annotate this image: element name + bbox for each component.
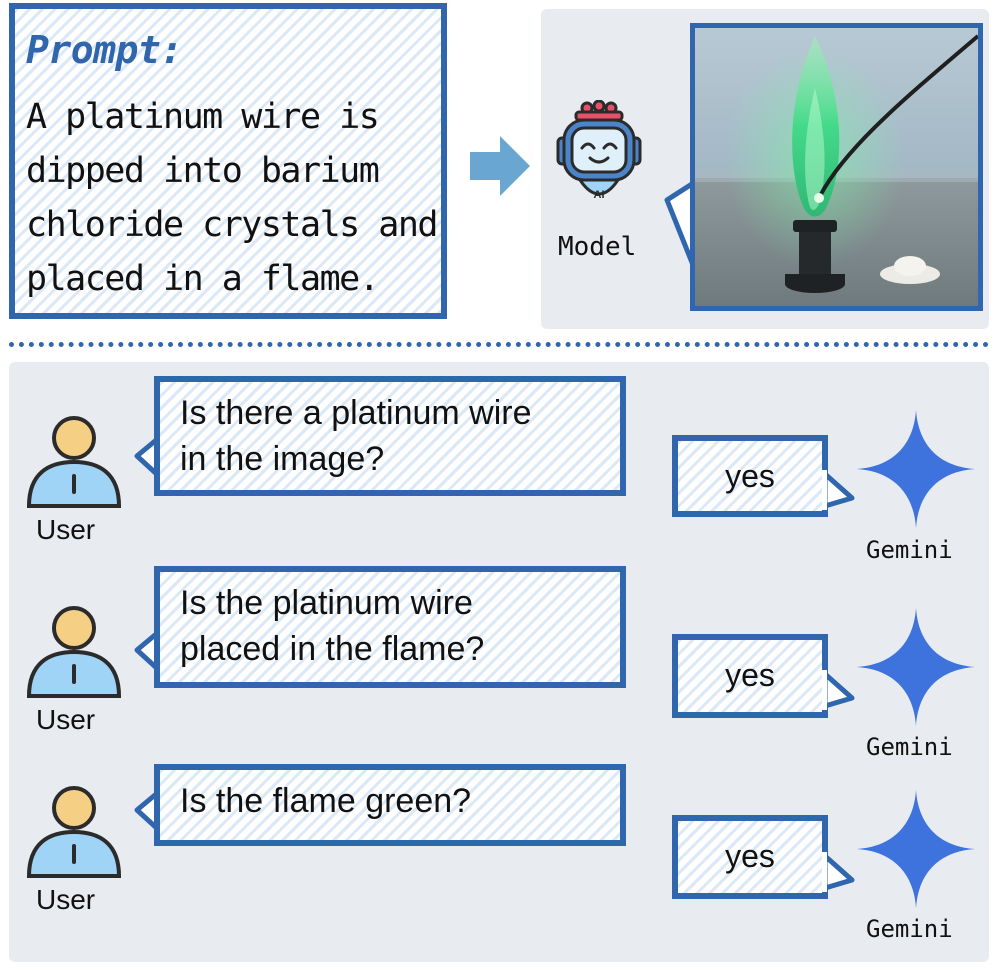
- prompt-title: Prompt:: [26, 28, 183, 72]
- user-label: User: [36, 884, 96, 915]
- generated-image: [690, 23, 983, 311]
- answer-bubble-tail: [822, 670, 855, 710]
- question-bubble: Is the flame green?: [154, 764, 626, 846]
- robot-icon: AI: [556, 100, 642, 201]
- user-label: User: [36, 514, 96, 545]
- question-line: in the image?: [180, 440, 385, 478]
- question-line: Is the platinum wire: [180, 584, 473, 622]
- prompt-line: A platinum wire is: [26, 97, 380, 137]
- prompt-line: placed in a flame.: [26, 259, 380, 299]
- question-bubble: Is the platinum wire placed in the flame…: [154, 566, 626, 688]
- prompt-text: A platinum wire is dipped into barium ch…: [26, 90, 446, 306]
- answer-bubble: yes: [672, 435, 828, 517]
- gemini-label: Gemini: [866, 536, 953, 564]
- gemini-icon: [857, 608, 975, 726]
- user-label: User: [36, 704, 96, 735]
- user-icon: [26, 606, 122, 698]
- gemini-label: Gemini: [866, 915, 953, 943]
- question-line: placed in the flame?: [180, 630, 485, 668]
- prompt-box: [9, 3, 447, 319]
- gemini-icon: [857, 790, 975, 908]
- model-label: Model: [558, 232, 637, 262]
- section-divider: [9, 342, 989, 347]
- user-icon: [26, 416, 122, 508]
- question-line: Is the flame green?: [180, 782, 472, 820]
- gemini-icon: [857, 410, 975, 528]
- answer-bubble: yes: [672, 634, 828, 718]
- right-arrow-icon: [470, 136, 530, 196]
- prompt-line: dipped into barium: [26, 151, 380, 191]
- robot-ai-label: AI: [594, 189, 605, 201]
- question-line: Is there a platinum wire: [180, 394, 532, 432]
- question-bubble: Is there a platinum wire in the image?: [154, 376, 626, 496]
- flame-illustration: [695, 28, 978, 306]
- answer-bubble-tail: [822, 470, 855, 510]
- user-icon: [26, 786, 122, 878]
- answer-bubble: yes: [672, 815, 828, 899]
- answer-bubble-tail: [822, 852, 855, 892]
- prompt-line: chloride crystals and: [26, 205, 439, 245]
- gemini-label: Gemini: [866, 733, 953, 761]
